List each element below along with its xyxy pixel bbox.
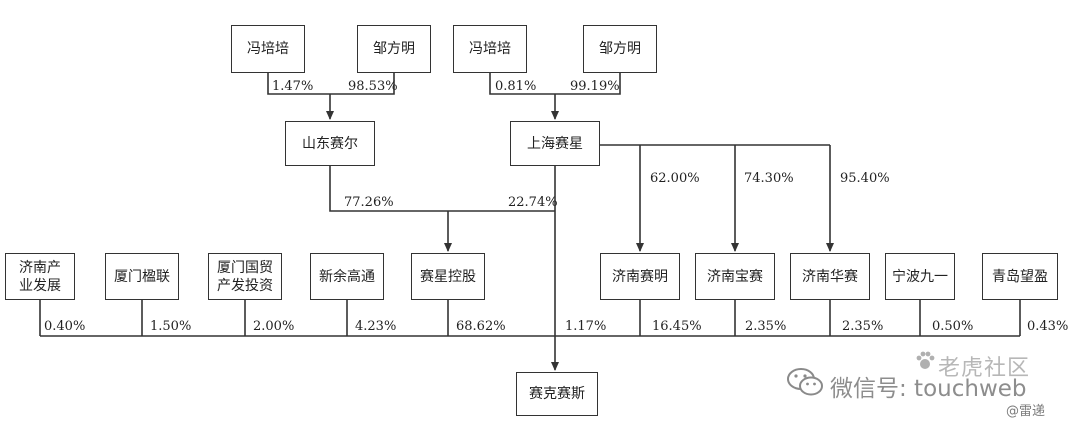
- pct-xinyu: 4.23%: [355, 319, 397, 334]
- pct-ningbo: 0.50%: [932, 319, 974, 334]
- node-ningbo-jiuyi: 宁波九一: [885, 253, 955, 300]
- node-xiamen-guomao: 厦门国贸产发投资: [208, 253, 282, 300]
- node-zou-fangming-2: 邹方明: [583, 25, 657, 73]
- node-xinyu-gaotong: 新余高通: [310, 253, 384, 300]
- line-shandong-holding: [329, 166, 448, 212]
- line-feng2: [489, 73, 555, 95]
- watermark-logo-text: 老虎社区: [938, 356, 1031, 381]
- pct-qingdao: 0.43%: [1027, 319, 1069, 334]
- paw-logo-icon: [916, 351, 935, 369]
- line-feng1: [267, 73, 330, 95]
- pct-feng1-shandong: 1.47%: [272, 79, 314, 94]
- node-qingdao-wangying: 青岛望盈: [982, 253, 1058, 300]
- wechat-icon: [787, 368, 823, 396]
- pct-saixing-holding: 68.62%: [456, 319, 506, 334]
- pct-xiamen-guomao: 2.00%: [253, 319, 295, 334]
- node-shandong-saier: 山东赛尔: [285, 121, 375, 166]
- pct-shanghai-saiming: 62.00%: [650, 171, 700, 186]
- node-xiamen-yilian: 厦门楹联: [105, 253, 179, 300]
- line-zou1: [330, 73, 395, 95]
- pct-jinan-baosai: 2.35%: [745, 319, 787, 334]
- node-saixing-holding: 赛星控股: [411, 253, 485, 300]
- pct-feng2-shanghai: 0.81%: [495, 79, 537, 94]
- pct-shanghai-holding: 22.74%: [508, 195, 558, 210]
- node-shanghai-saixing: 上海赛星: [510, 121, 600, 166]
- node-jinan-baosai: 济南宝赛: [695, 253, 775, 300]
- node-zou-fangming-1: 邹方明: [357, 25, 431, 73]
- node-feng-peipei-2: 冯培培: [453, 25, 527, 73]
- pct-zou1-shandong: 98.53%: [348, 79, 398, 94]
- pct-jinan-huasai: 2.35%: [842, 319, 884, 334]
- pct-shanghai-direct: 1.17%: [565, 319, 607, 334]
- watermark-wechat-id: 微信号: touchweb: [830, 376, 1027, 402]
- pct-jinan-saiming: 16.45%: [652, 319, 702, 334]
- pct-shanghai-baosai: 74.30%: [744, 171, 794, 186]
- node-jinan-huasai: 济南华赛: [790, 253, 870, 300]
- pct-xiamen-yilian: 1.50%: [150, 319, 192, 334]
- pct-jinan-industry: 0.40%: [44, 319, 86, 334]
- node-jinan-industry: 济南产业发展: [5, 253, 75, 300]
- watermark-sub: @雷递: [1006, 404, 1046, 419]
- pct-shandong-holding: 77.26%: [344, 195, 394, 210]
- node-saikesaisi: 赛克赛斯: [516, 372, 598, 416]
- pct-zou2-shanghai: 99.19%: [570, 79, 620, 94]
- node-jinan-saiming: 济南赛明: [600, 253, 680, 300]
- line-zou2: [555, 73, 621, 95]
- pct-shanghai-huasai: 95.40%: [840, 171, 890, 186]
- node-feng-peipei-1: 冯培培: [231, 25, 305, 73]
